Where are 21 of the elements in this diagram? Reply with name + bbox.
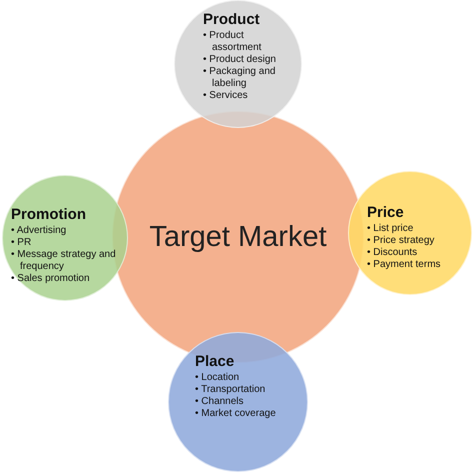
heading: Product xyxy=(203,11,261,28)
bullet-item: • Product design xyxy=(203,54,277,66)
bullet-item: • Sales promotion xyxy=(11,273,91,285)
heading: Promotion xyxy=(11,206,87,223)
bullet-item: • Transportation xyxy=(195,384,266,396)
bullet-item: • Price strategy xyxy=(367,235,436,247)
bullet-item: • Packaging and labeling xyxy=(203,66,276,90)
bullet-item: • Market coverage xyxy=(195,408,277,420)
bullet-item: • Message strategy and frequency xyxy=(11,249,117,273)
bullet-item: • Location xyxy=(195,372,240,384)
bullet-item: • Payment terms xyxy=(367,259,442,271)
heading: Place xyxy=(195,353,236,370)
bullet-item: • Advertising xyxy=(11,225,68,237)
bullet-item: • Discounts xyxy=(367,247,418,259)
bullet-item: • Product assortment xyxy=(203,30,262,54)
bullet-item: • List price xyxy=(367,223,414,235)
bullet-item: • Services xyxy=(203,90,249,102)
center-title: Target Market xyxy=(149,220,327,254)
heading: Price xyxy=(367,204,405,221)
bullet-item: • Channels xyxy=(195,396,245,408)
bullet-item: • PR xyxy=(11,237,32,249)
